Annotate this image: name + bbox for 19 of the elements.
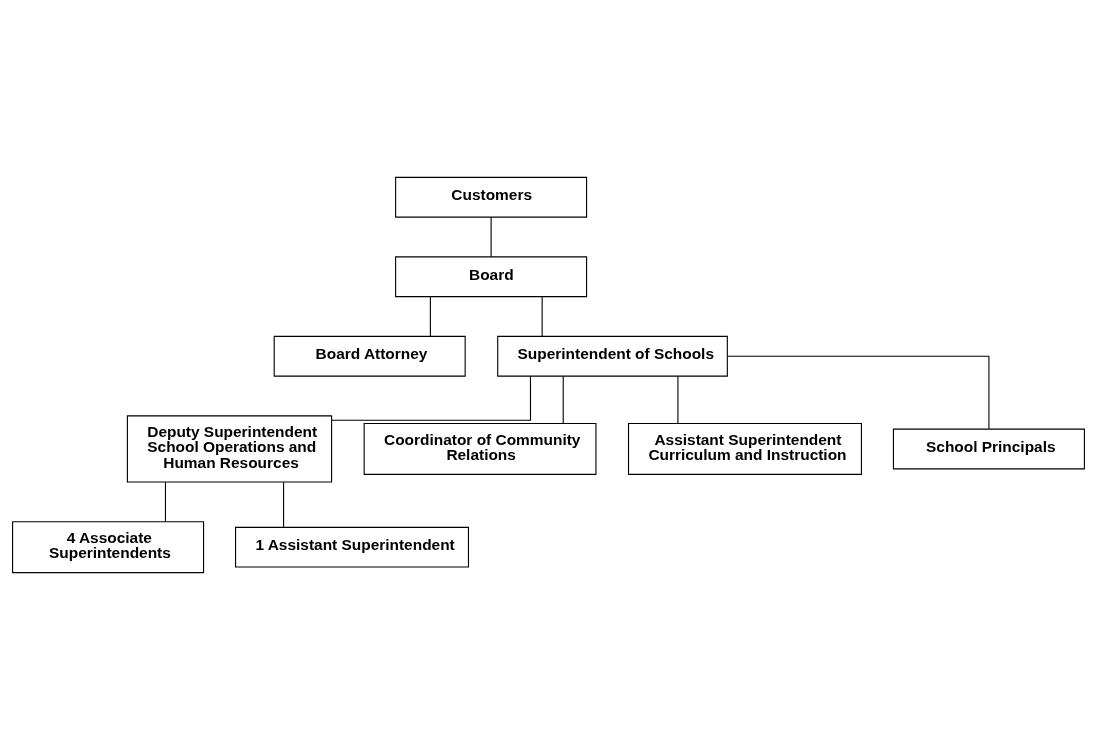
connector (164, 481, 166, 522)
node-box: 4 Associate Superintendents (12, 520, 205, 573)
node-box: Assistant Superintendent Curriculum and Instruction (628, 422, 862, 475)
node-box: Board Attorney (273, 335, 466, 377)
connector (726, 355, 990, 429)
connector (283, 481, 285, 528)
node-box: Deputy Superintendent School Operations and Human Resources (126, 414, 333, 483)
node-box: 1 Assistant Superintendent (235, 526, 470, 568)
connector (677, 375, 679, 424)
node-box: Board (395, 255, 588, 297)
node-box: Coordinator of Community Relations (363, 422, 597, 475)
connector (541, 295, 543, 336)
node-box: School Principals (892, 428, 1085, 469)
node-box: Customers (395, 176, 588, 218)
connector (429, 295, 431, 336)
connector (562, 375, 564, 424)
connector (490, 216, 492, 257)
node-box: Superintendent of Schools (497, 335, 728, 377)
connector (331, 375, 531, 421)
